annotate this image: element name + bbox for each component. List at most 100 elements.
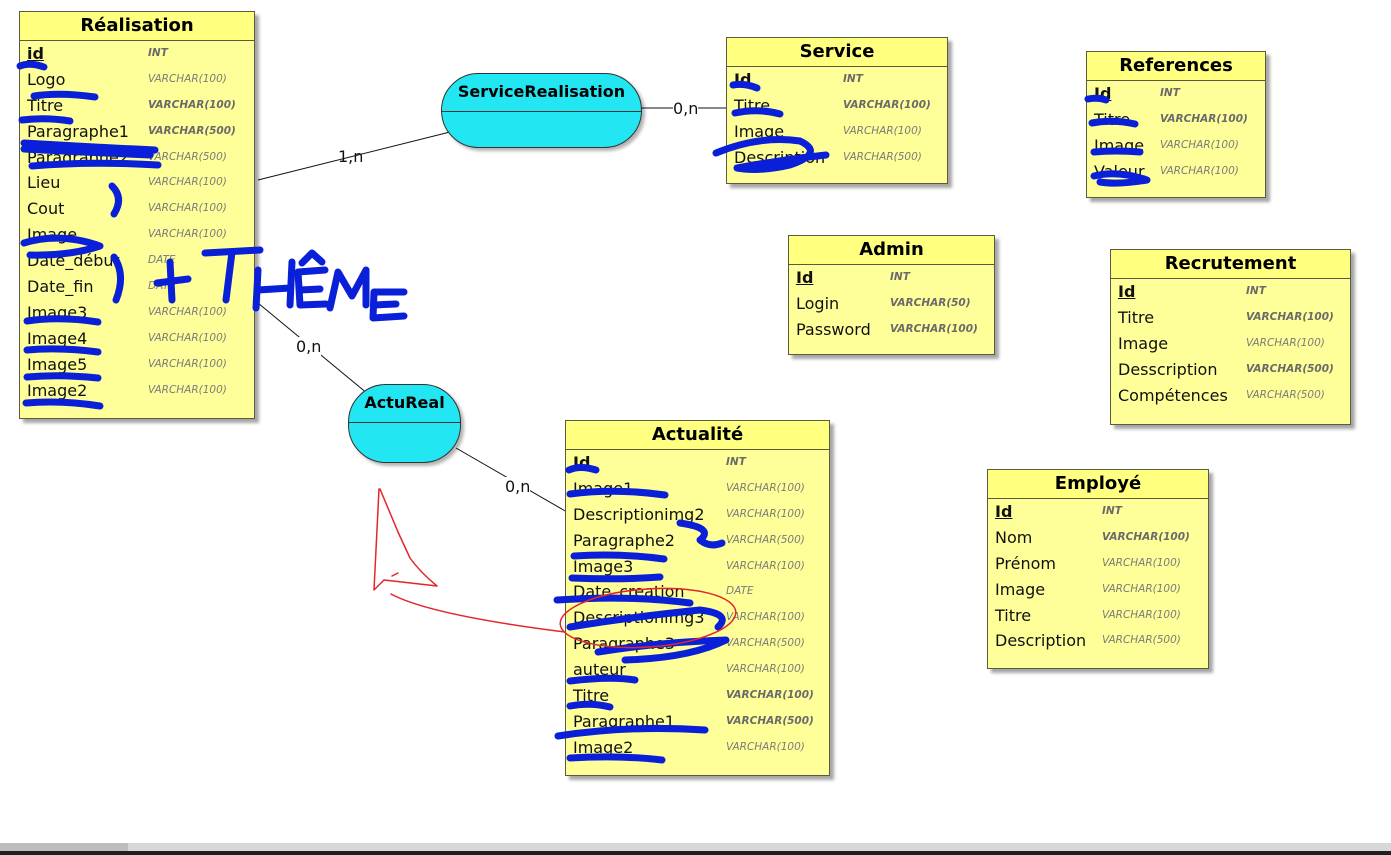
attribute-name: Titre bbox=[1118, 307, 1155, 327]
attribute-type: VARCHAR(100) bbox=[148, 357, 227, 370]
attribute-name: id bbox=[27, 44, 44, 63]
attribute-type: VARCHAR(500) bbox=[843, 150, 922, 163]
attribute-type: VARCHAR(50) bbox=[890, 296, 971, 309]
attribute-type: VARCHAR(100) bbox=[1160, 164, 1239, 177]
cardinality-actualite-acturreal: 0,n bbox=[505, 477, 531, 496]
association-actu-real[interactable]: ActuReal bbox=[348, 384, 461, 463]
attribute-type: VARCHAR(500) bbox=[726, 637, 805, 650]
scribble-actualite-titre bbox=[566, 700, 614, 711]
scribble-actualite-paragraphe3 bbox=[594, 636, 730, 664]
attribute-type: VARCHAR(500) bbox=[1246, 388, 1325, 401]
attribute-type: VARCHAR(100) bbox=[148, 228, 227, 241]
scribble-service-image bbox=[712, 136, 830, 173]
scribble-actualite-paragraphe1 bbox=[554, 724, 709, 740]
attribute-type: INT bbox=[1246, 285, 1266, 297]
attribute-name: Cout bbox=[27, 199, 65, 219]
association-divider bbox=[349, 422, 460, 423]
attribute-type: VARCHAR(100) bbox=[726, 663, 805, 676]
attribute-row: Image5 VARCHAR(100) bbox=[20, 352, 254, 378]
attribute-name: Date_fin bbox=[27, 277, 94, 297]
attribute-type: VARCHAR(100) bbox=[726, 611, 805, 624]
association-service-realisation[interactable]: ServiceRealisation bbox=[441, 73, 642, 148]
attribute-type: VARCHAR(100) bbox=[1102, 556, 1181, 569]
attribute-type: VARCHAR(500) bbox=[148, 150, 227, 163]
annotation-letter-H bbox=[252, 258, 296, 312]
red-arrow-outline bbox=[373, 488, 438, 591]
attribute-type: INT bbox=[843, 73, 863, 85]
scribble-actualite-descimg3 bbox=[566, 606, 726, 631]
cardinality-realisation-servicerealisation: 1,n bbox=[338, 147, 364, 166]
scribble-references-titre bbox=[1088, 117, 1139, 128]
entity-title: Admin bbox=[789, 236, 994, 265]
attribute-type: INT bbox=[1102, 505, 1122, 517]
attribute-type: VARCHAR(100) bbox=[1160, 112, 1248, 125]
attribute-name: Titre bbox=[573, 686, 610, 706]
attribute-name: Titre bbox=[995, 605, 1032, 625]
attribute-name: Description bbox=[995, 631, 1087, 651]
attribute-name: Id bbox=[796, 268, 814, 287]
attribute-name: Titre bbox=[27, 95, 64, 115]
scribble-references-id bbox=[1084, 94, 1110, 104]
attribute-type: VARCHAR(100) bbox=[1102, 530, 1190, 543]
attribute-type: VARCHAR(100) bbox=[148, 305, 227, 318]
association-label: ServiceRealisation bbox=[457, 82, 626, 101]
attribute-row: Titre VARCHAR(100) bbox=[566, 683, 829, 709]
attribute-type: VARCHAR(100) bbox=[148, 176, 227, 189]
attribute-row: Titre VARCHAR(100) bbox=[988, 603, 1208, 629]
attribute-name: Image4 bbox=[27, 328, 88, 348]
link-realisation-servicerealisation bbox=[257, 131, 451, 181]
scribble-realisation-logo bbox=[30, 90, 99, 101]
attribute-type: VARCHAR(500) bbox=[1246, 362, 1334, 375]
attribute-type: VARCHAR(100) bbox=[890, 322, 978, 335]
annotation-letter-E2 bbox=[369, 288, 408, 322]
attribute-type: VARCHAR(100) bbox=[726, 740, 805, 753]
cardinality-realisation-acturreal: 0,n bbox=[296, 337, 322, 356]
attribute-row: Compétences VARCHAR(500) bbox=[1111, 383, 1350, 409]
attribute-type: VARCHAR(500) bbox=[726, 714, 814, 727]
attribute-name: Prénom bbox=[995, 553, 1056, 573]
attribute-type: VARCHAR(500) bbox=[726, 533, 805, 546]
scribble-realisation-image2 bbox=[22, 398, 104, 410]
attribute-type: INT bbox=[1160, 87, 1180, 99]
scribble-service-titre bbox=[731, 107, 784, 118]
attribute-type: VARCHAR(100) bbox=[1102, 608, 1181, 621]
attribute-name: Image5 bbox=[27, 354, 88, 374]
attribute-row: Paragraphe1 VARCHAR(500) bbox=[20, 119, 254, 145]
attribute-type: VARCHAR(500) bbox=[148, 124, 236, 137]
attribute-name: Compétences bbox=[1118, 385, 1228, 405]
annotation-letter-M bbox=[326, 266, 370, 312]
attribute-type: VARCHAR(100) bbox=[1102, 582, 1181, 595]
red-arrow-line bbox=[390, 593, 566, 633]
red-circle-descriptionimg3 bbox=[559, 587, 737, 649]
attribute-name: Image bbox=[734, 121, 785, 141]
attribute-type: VARCHAR(100) bbox=[148, 72, 227, 85]
scribble-realisation-brace bbox=[108, 182, 122, 218]
cardinality-service-servicerealisation: 0,n bbox=[673, 99, 699, 118]
entity-title: Recrutement bbox=[1111, 250, 1350, 279]
scribble-realisation-arrow bbox=[110, 253, 124, 304]
attribute-type: DATE bbox=[726, 585, 754, 598]
attribute-name: auteur bbox=[573, 660, 626, 680]
scribble-references-image bbox=[1090, 147, 1144, 156]
attribute-name: Image2 bbox=[573, 737, 634, 757]
entity-title: Actualité bbox=[566, 421, 829, 450]
attribute-type: VARCHAR(100) bbox=[148, 383, 227, 396]
attribute-type: VARCHAR(100) bbox=[726, 689, 814, 702]
attribute-name: Paragraphe1 bbox=[27, 121, 129, 141]
annotation-letter-E1 bbox=[294, 249, 330, 309]
